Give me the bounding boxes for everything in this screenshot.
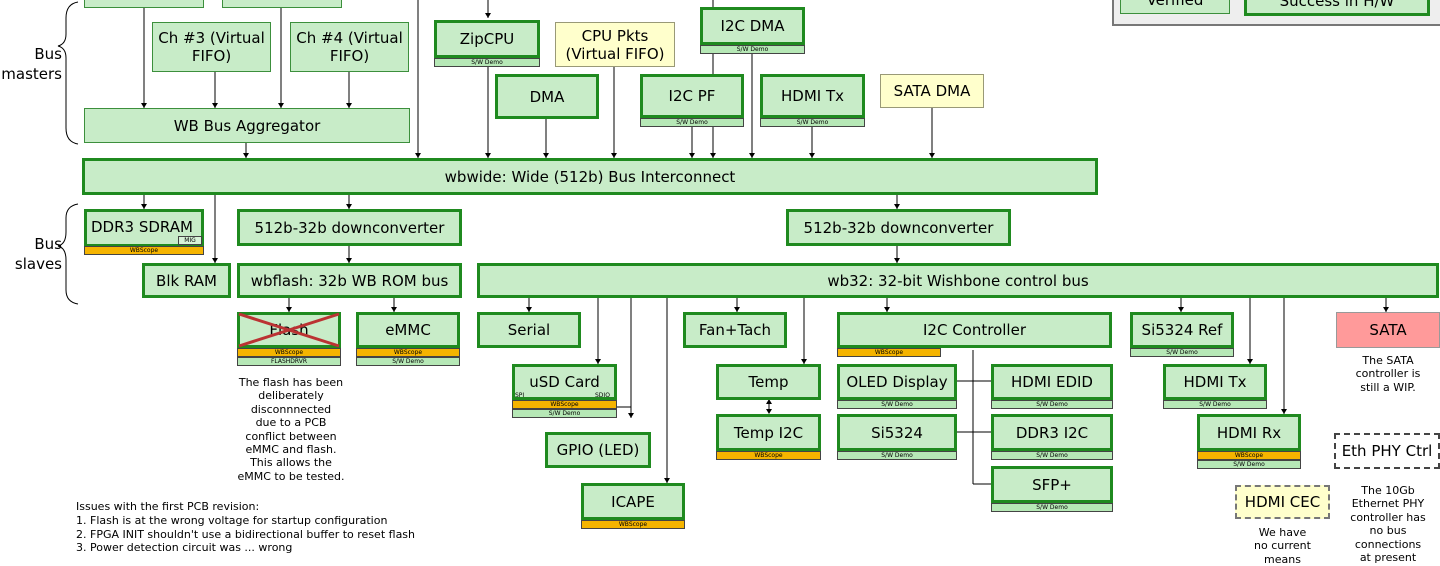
wb-bus-aggregator: WB Bus Aggregator [84, 108, 410, 143]
temp-i2c-wbscope-tag: WBScope [716, 451, 821, 460]
sdio-label: SDIO [595, 392, 610, 399]
master-box-top-left-2 [222, 0, 342, 8]
sfp-sw-demo-tag: S/W Demo [991, 503, 1113, 512]
pcb-issues-list: Issues with the first PCB revision: 1. F… [76, 500, 496, 555]
sfp-plus-box: SFP+ [991, 466, 1113, 503]
issue-item-3: 3. Power detection circuit was ... wrong [76, 541, 293, 555]
emmc-sw-demo-tag: S/W Demo [356, 357, 460, 366]
fan-tach-box: Fan+Tach [683, 312, 787, 348]
si5324-box: Si5324 [837, 414, 957, 451]
serial-box: Serial [477, 312, 581, 348]
issues-title: Issues with the first PCB revision: [76, 500, 260, 513]
legend-success-hw: Success in H/W [1244, 0, 1430, 16]
hdmi-tx-slave-sw-demo-tag: S/W Demo [1163, 400, 1267, 409]
downconverter-right: 512b-32b downconverter [786, 209, 1011, 246]
emmc-wbscope-tag: WBScope [356, 348, 460, 357]
ddr3-wbscope-tag: WBScope [84, 246, 204, 255]
usd-wbscope-tag: WBScope [512, 400, 617, 409]
zipcpu-box: ZipCPU [434, 20, 540, 58]
mig-tag: MIG [178, 236, 202, 245]
i2c-dma-sw-demo-tag: S/W Demo [700, 45, 805, 54]
wb32-control-bus: wb32: 32-bit Wishbone control bus [477, 263, 1439, 298]
legend-verified: Verified [1120, 0, 1230, 14]
eth-phy-ctrl-box: Eth PHY Ctrl [1334, 433, 1440, 469]
flash-wbscope-tag: WBScope [237, 348, 341, 357]
oled-sw-demo-tag: S/W Demo [837, 400, 957, 409]
hdmi-edid-box: HDMI EDID [991, 364, 1113, 400]
sata-dma-box: SATA DMA [880, 74, 984, 108]
ddr3-i2c-box: DDR3 I2C [991, 414, 1113, 451]
gpio-led-box: GPIO (LED) [545, 432, 651, 468]
i2c-pf-box: I2C PF [640, 74, 744, 118]
sata-note: The SATA controller is still a WIP. [1355, 354, 1421, 394]
icape-wbscope-tag: WBScope [581, 520, 685, 529]
usd-card-box: uSD Card [512, 364, 617, 400]
dma-box: DMA [495, 74, 599, 119]
issue-item-1: 1. Flash is at the wrong voltage for sta… [76, 513, 388, 527]
wbwide-interconnect: wbwide: Wide (512b) Bus Interconnect [82, 158, 1098, 195]
usd-sw-demo-tag: S/W Demo [512, 409, 617, 418]
hdmi-cec-note: We have no current means [1254, 526, 1311, 566]
ch3-virtual-fifo: Ch #3 (Virtual FIFO) [152, 22, 271, 72]
si5324-ref-sw-demo-tag: S/W Demo [1130, 348, 1234, 357]
si5324-ref-box: Si5324 Ref [1130, 312, 1234, 348]
spi-label: SPI [515, 392, 525, 399]
temp-box: Temp [716, 364, 821, 400]
hdmi-rx-sw-demo-tag: S/W Demo [1197, 460, 1301, 469]
issue-item-2: 2. FPGA INIT shouldn't use a bidirection… [76, 527, 416, 541]
oled-display-box: OLED Display [837, 364, 957, 400]
i2c-dma-box: I2C DMA [700, 7, 805, 45]
master-box-top-left-1 [84, 0, 204, 8]
hdmi-edid-sw-demo-tag: S/W Demo [991, 400, 1113, 409]
ddr3-i2c-sw-demo-tag: S/W Demo [991, 451, 1113, 460]
ddr3-label: DDR3 SDRAM [91, 218, 193, 236]
zipcpu-sw-demo-tag: S/W Demo [434, 58, 540, 67]
flash-note: The flash has been deliberately disconnn… [237, 376, 345, 483]
temp-i2c-box: Temp I2C [716, 414, 821, 451]
cpu-pkts-virtual-fifo: CPU Pkts (Virtual FIFO) [555, 22, 675, 67]
hdmi-tx-slave-box: HDMI Tx [1163, 364, 1267, 400]
bus-slaves-label: Bus slaves [14, 235, 62, 274]
ddr3-sdram: DDR3 SDRAM [84, 209, 204, 247]
flash-box: Flash [237, 312, 341, 348]
hdmi-rx-box: HDMI Rx [1197, 414, 1301, 451]
wbflash-rom-bus: wbflash: 32b WB ROM bus [237, 263, 462, 298]
hdmi-tx-master-box: HDMI Tx [760, 74, 865, 118]
icape-box: ICAPE [581, 483, 685, 520]
eth-phy-note: The 10Gb Ethernet PHY controller has no … [1350, 484, 1426, 565]
hdmi-tx-master-sw-demo-tag: S/W Demo [760, 118, 865, 127]
emmc-box: eMMC [356, 312, 460, 348]
ch4-virtual-fifo: Ch #4 (Virtual FIFO) [290, 22, 409, 72]
blk-ram: Blk RAM [142, 263, 231, 298]
i2c-pf-sw-demo-tag: S/W Demo [640, 118, 744, 127]
flash-flashdrvr-tag: FLASHDRVR [237, 357, 341, 366]
si5324-sw-demo-tag: S/W Demo [837, 451, 957, 460]
downconverter-left: 512b-32b downconverter [237, 209, 462, 246]
bus-masters-label: Bus masters [1, 45, 62, 84]
hdmi-cec-box: HDMI CEC [1235, 485, 1330, 519]
i2c-controller-box: I2C Controller [837, 312, 1112, 348]
sata-box: SATA [1336, 312, 1440, 348]
i2c-controller-wbscope-tag: WBScope [837, 348, 941, 357]
hdmi-rx-wbscope-tag: WBScope [1197, 451, 1301, 460]
